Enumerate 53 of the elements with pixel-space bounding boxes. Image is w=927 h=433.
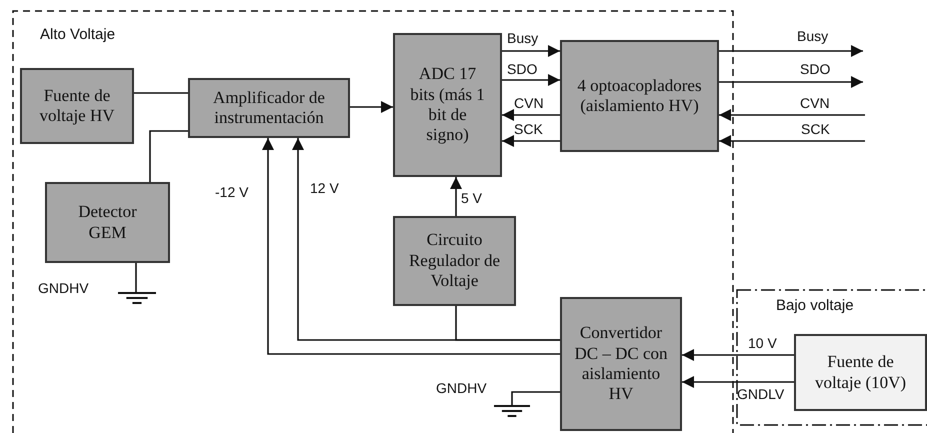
block-label: ADC 17 bits (más 1 bit de signo) xyxy=(409,64,486,146)
block-label: 4 optoacopladores (aislamiento HV) xyxy=(576,76,703,116)
block xyxy=(393,33,502,177)
arrow xyxy=(350,101,393,113)
edge-label: Busy xyxy=(797,28,828,44)
arrow xyxy=(719,135,865,147)
edge-label: SDO xyxy=(800,61,830,77)
arrow xyxy=(682,376,794,388)
region-boundary xyxy=(736,289,927,426)
block-label: Fuente de voltaje (10V) xyxy=(814,352,908,393)
connector-line xyxy=(134,92,188,94)
region-title: Bajo voltaje xyxy=(776,297,854,314)
edge-label: 10 V xyxy=(748,335,777,351)
block xyxy=(20,68,134,144)
edge-label: GNDLV xyxy=(737,386,784,402)
block-label: Circuito Regulador de Voltaje xyxy=(408,230,502,292)
block xyxy=(560,40,719,152)
arrow xyxy=(450,177,462,216)
edge-label: SCK xyxy=(514,121,543,137)
edge-label: -12 V xyxy=(215,184,248,200)
arrow xyxy=(719,76,863,88)
edge-label: CVN xyxy=(514,95,544,111)
block xyxy=(393,216,516,306)
ground-label: GNDHV xyxy=(436,380,487,396)
block-label: Convertidor DC – DC con aislamiento HV xyxy=(573,323,669,405)
edge-label: SCK xyxy=(801,121,830,137)
arrow xyxy=(502,45,560,57)
block xyxy=(560,297,682,431)
connector-line xyxy=(135,263,137,292)
arrow xyxy=(502,109,560,121)
arrow xyxy=(719,109,865,121)
edge-label: CVN xyxy=(800,95,830,111)
connector-line xyxy=(149,130,188,182)
arrow xyxy=(719,45,863,57)
region-title: Alto Voltaje xyxy=(40,26,116,43)
connector-line xyxy=(455,306,560,341)
edge-label: Busy xyxy=(507,30,538,46)
block xyxy=(45,182,170,263)
ground-label: GNDHV xyxy=(38,280,89,296)
block-label: Detector GEM xyxy=(77,202,138,243)
connector-line xyxy=(511,391,560,405)
edge-label: SDO xyxy=(507,61,538,77)
arrow xyxy=(262,138,560,355)
block-label: Fuente de voltaje HV xyxy=(38,86,116,126)
region-boundary xyxy=(12,10,734,433)
edge-label: 12 V xyxy=(310,180,339,196)
arrow xyxy=(502,135,560,147)
block xyxy=(794,334,927,411)
arrow xyxy=(682,349,794,361)
arrow xyxy=(502,74,560,86)
block-label: Amplificador de instrumentación xyxy=(212,88,326,128)
edge-label: 5 V xyxy=(461,190,482,206)
block xyxy=(188,78,350,138)
